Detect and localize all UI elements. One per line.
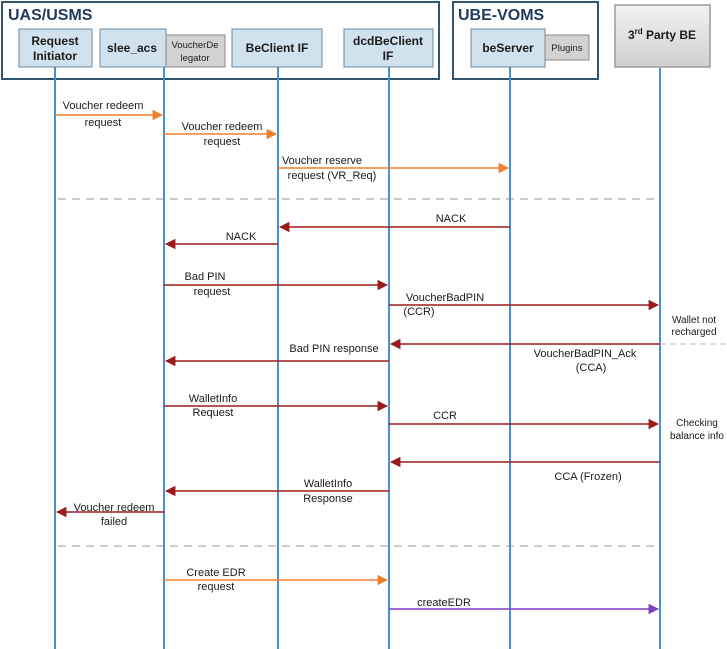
message-bad-pin-response: Bad PIN response	[164, 343, 389, 367]
svg-text:request: request	[198, 581, 235, 593]
message-wallet-info-response: WalletInfo Response	[164, 478, 389, 505]
svg-text:IF: IF	[383, 49, 394, 63]
svg-text:Request: Request	[193, 407, 234, 419]
message-nack-2: NACK	[164, 231, 278, 250]
message-voucher-redeem-request-2: Voucher redeem request	[164, 121, 278, 148]
message-wallet-info-request: WalletInfo Request	[164, 393, 389, 419]
message-create-edr-request: Create EDR request	[164, 567, 389, 593]
svg-text:request (VR_Req): request (VR_Req)	[288, 170, 377, 182]
svg-text:Bad PIN: Bad PIN	[185, 271, 226, 283]
svg-text:WalletInfo: WalletInfo	[189, 393, 238, 405]
svg-text:Checking: Checking	[676, 418, 718, 429]
svg-text:legator: legator	[180, 53, 209, 64]
message-create-edr: createEDR	[389, 597, 660, 615]
svg-text:Plugins: Plugins	[551, 43, 582, 54]
svg-text:CCR: CCR	[433, 410, 457, 422]
svg-text:Voucher redeem: Voucher redeem	[63, 100, 144, 112]
message-voucher-bad-pin-ack-cca: VoucherBadPIN_Ack (CCA)	[389, 338, 660, 374]
svg-text:Voucher reserve: Voucher reserve	[282, 155, 362, 167]
participant-dcdbeclient-if: dcdBeClient IF	[343, 28, 434, 68]
note-wallet-not-recharged: Wallet not recharged	[660, 315, 727, 345]
message-voucher-reserve-request: Voucher reserve request (VR_Req)	[278, 155, 510, 182]
note-checking-balance-info: Checking balance info	[670, 418, 724, 442]
svg-text:VoucherBadPIN_Ack: VoucherBadPIN_Ack	[534, 348, 637, 360]
svg-text:NACK: NACK	[226, 231, 257, 243]
svg-text:Wallet not: Wallet not	[672, 315, 716, 326]
message-cca-frozen: CCA (Frozen)	[389, 456, 660, 483]
message-bad-pin-request: Bad PIN request	[164, 271, 389, 298]
svg-text:Voucher redeem: Voucher redeem	[74, 502, 155, 514]
svg-text:VoucherDe: VoucherDe	[171, 40, 218, 51]
svg-text:Create EDR: Create EDR	[186, 567, 245, 579]
svg-text:request: request	[85, 117, 122, 129]
svg-text:dcdBeClient: dcdBeClient	[353, 34, 423, 48]
uas-usms-title: UAS/USMS	[8, 7, 93, 24]
ube-voms-title: UBE-VOMS	[458, 7, 545, 24]
participant-beclient-if: BeClient IF	[231, 28, 323, 68]
svg-text:Bad PIN response: Bad PIN response	[289, 343, 378, 355]
svg-text:NACK: NACK	[436, 213, 467, 225]
participant-plugins: Plugins	[544, 34, 590, 61]
message-voucher-redeem-request-1: Voucher redeem request	[55, 100, 164, 129]
svg-text:BeClient IF: BeClient IF	[246, 41, 309, 55]
svg-text:VoucherBadPIN: VoucherBadPIN	[406, 292, 484, 304]
svg-text:failed: failed	[101, 516, 127, 528]
svg-text:balance info: balance info	[670, 431, 724, 442]
message-ccr: CCR	[389, 410, 660, 430]
svg-text:(CCA): (CCA)	[576, 362, 607, 374]
message-nack-1: NACK	[278, 213, 510, 233]
svg-text:slee_acs: slee_acs	[107, 41, 157, 55]
participant-beserver: beServer	[470, 28, 546, 68]
participant-third-party-be: 3rd Party BE	[614, 4, 711, 68]
svg-text:Initiator: Initiator	[33, 49, 77, 63]
svg-text:Request: Request	[31, 34, 78, 48]
participant-voucher-delegator: VoucherDe legator	[165, 34, 226, 68]
svg-text:recharged: recharged	[671, 327, 716, 338]
svg-text:createEDR: createEDR	[417, 597, 471, 609]
svg-text:request: request	[204, 136, 241, 148]
message-voucher-redeem-failed: Voucher redeem failed	[55, 502, 164, 528]
svg-text:3rd Party BE: 3rd Party BE	[628, 27, 696, 42]
lifelines	[54, 66, 661, 649]
svg-text:WalletInfo: WalletInfo	[304, 478, 353, 490]
svg-text:Voucher redeem: Voucher redeem	[182, 121, 263, 133]
svg-text:(CCR): (CCR)	[403, 306, 434, 318]
participant-request-initiator: Request Initiator	[18, 28, 93, 68]
svg-text:CCA (Frozen): CCA (Frozen)	[554, 471, 621, 483]
svg-text:Response: Response	[303, 493, 353, 505]
participant-slee-acs: slee_acs	[99, 28, 167, 68]
message-voucher-bad-pin-ccr: VoucherBadPIN (CCR)	[389, 292, 660, 318]
svg-text:request: request	[194, 286, 231, 298]
svg-text:beServer: beServer	[482, 41, 534, 55]
